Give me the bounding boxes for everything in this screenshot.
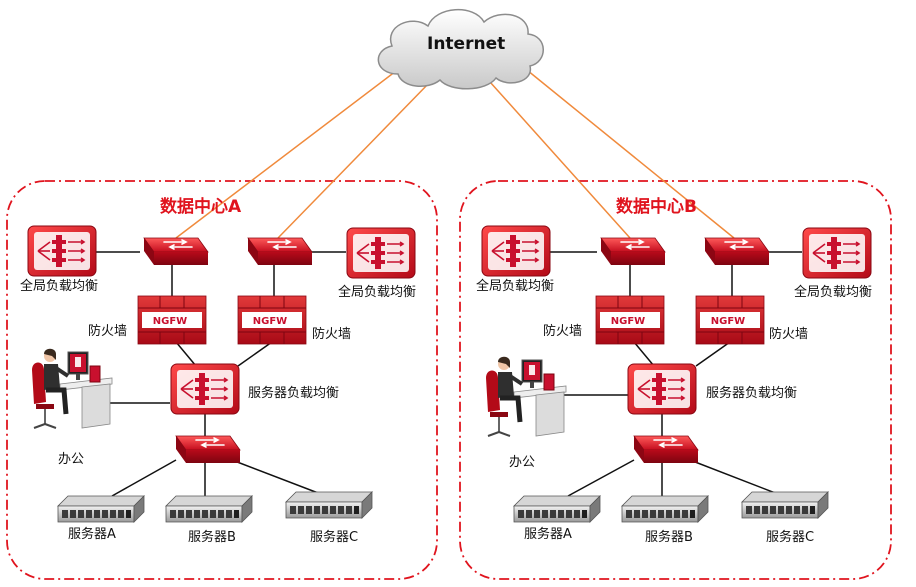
internet-label: Internet <box>427 34 506 54</box>
gslb-a1-icon <box>27 225 97 277</box>
slb-b-label: 服务器负载均衡 <box>706 386 798 401</box>
switch-a1-icon <box>143 237 209 266</box>
server-b2-label: 服务器B <box>645 530 693 545</box>
server-b3-icon <box>741 491 829 519</box>
office-a-label: 办公 <box>58 452 85 467</box>
datacenter-a-title: 数据中心A <box>160 197 242 217</box>
switch-b3-icon <box>633 435 699 464</box>
slb-b-icon <box>627 363 697 415</box>
uplink-b1 <box>489 81 631 239</box>
office-b-label: 办公 <box>509 455 536 470</box>
firewall-a2-label: 防火墙 <box>312 327 352 342</box>
server-b3-label: 服务器C <box>766 530 815 545</box>
slb-a-icon <box>170 363 240 415</box>
internet-cloud-icon <box>377 8 544 90</box>
server-a2-label: 服务器B <box>188 530 236 545</box>
office-b-icon <box>486 357 566 436</box>
server-a3-icon <box>285 491 373 519</box>
server-b2-icon <box>621 495 709 523</box>
datacenter-b-title: 数据中心B <box>616 197 697 217</box>
gslb-a2-label: 全局负载均衡 <box>338 285 417 300</box>
firewall-b2-brand: NGFW <box>711 316 745 327</box>
gslb-b2-icon <box>802 227 872 279</box>
uplink-b2 <box>521 65 735 239</box>
uplink-a2 <box>277 81 431 239</box>
switch-b1-icon <box>600 237 666 266</box>
firewall-a1-label: 防火墙 <box>88 324 128 339</box>
gslb-b1-label: 全局负载均衡 <box>476 279 555 294</box>
firewall-b1-label: 防火墙 <box>543 324 583 339</box>
datacenter-b-boundary <box>459 180 892 580</box>
slb-a-label: 服务器负载均衡 <box>248 386 340 401</box>
firewall-b2-label: 防火墙 <box>769 327 809 342</box>
office-a-icon <box>32 349 112 428</box>
server-b1-label: 服务器A <box>524 527 572 542</box>
server-a1-icon <box>57 495 145 523</box>
firewall-b1-brand: NGFW <box>611 316 645 327</box>
switch-a2-icon <box>247 237 313 266</box>
firewall-a1-brand: NGFW <box>153 316 187 327</box>
firewall-a2-brand: NGFW <box>253 316 287 327</box>
switch-a3-icon <box>175 435 241 464</box>
server-b1-icon <box>513 495 601 523</box>
switch-b2-icon <box>704 237 770 266</box>
gslb-a2-icon <box>346 227 416 279</box>
gslb-a1-label: 全局负载均衡 <box>20 279 99 294</box>
server-a2-icon <box>165 495 253 523</box>
server-a1-label: 服务器A <box>68 527 116 542</box>
gslb-b1-icon <box>481 225 551 277</box>
datacenter-a-boundary <box>6 180 438 580</box>
gslb-b2-label: 全局负载均衡 <box>794 285 873 300</box>
server-a3-label: 服务器C <box>310 530 359 545</box>
uplink-a1 <box>175 67 401 239</box>
